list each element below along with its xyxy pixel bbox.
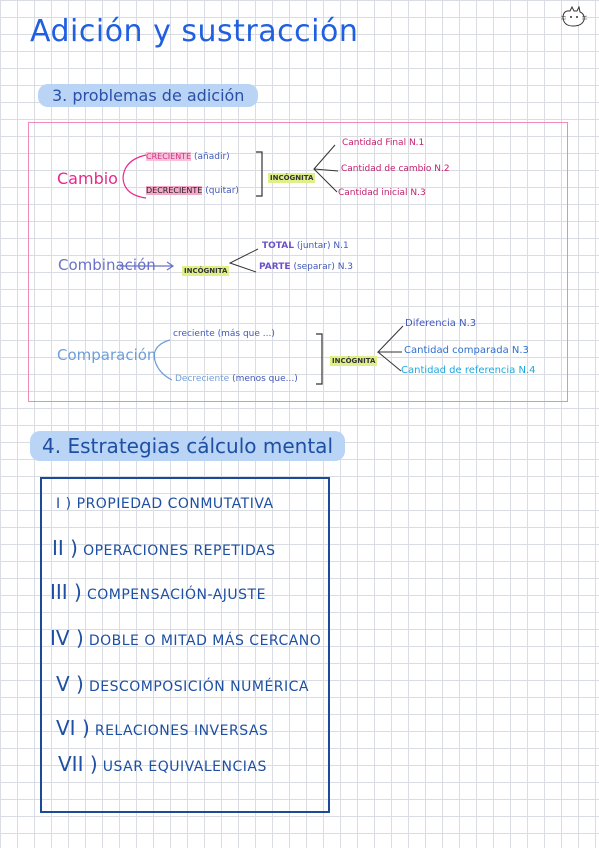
cambio-outcome: Cantidad Final N.1 [342,138,425,148]
strategy-item: I ) PROPIEDAD CONMUTATIVA [56,496,274,512]
comparacion-outcome: Diferencia N.3 [405,318,477,329]
strategy-item: IV ) DOBLE O MITAD MÁS CERCANO [50,626,322,650]
comparacion-decreciente: Decreciente (menos que...) [175,374,298,384]
combinacion-label: Combinación [58,256,156,274]
comparacion-label: Comparación [57,346,157,364]
comparacion-outcome: Cantidad de referencia N.4 [401,365,536,376]
cambio-incognita: INCÓGNITA [268,173,316,183]
comparacion-incognita: INCÓGNITA [330,356,378,366]
cambio-outcome: Cantidad inicial N.3 [338,188,426,198]
strategies-box [40,477,330,813]
strategy-item: VII ) USAR EQUIVALENCIAS [58,752,267,776]
section-3-heading: 3. problemas de adición [38,84,259,107]
cambio-decreciente: DECRECIENTE (quitar) [146,186,239,196]
comparacion-creciente: creciente (más que ...) [173,329,275,339]
comparacion-outcome: Cantidad comparada N.3 [404,345,529,356]
strategy-item: VI ) RELACIONES INVERSAS [56,716,269,740]
cambio-label: Cambio [57,169,118,188]
problems-box [28,122,568,402]
combinacion-incognita: INCÓGNITA [182,266,230,276]
section-4-heading: 4. Estrategias cálculo mental [30,431,345,461]
cat-doodle-icon [560,6,588,27]
combinacion-parte: PARTE (separar) N.3 [259,262,354,272]
cambio-creciente: CRECIENTE (añadir) [146,152,230,162]
strategy-item: II ) OPERACIONES REPETIDAS [52,536,276,560]
combinacion-total: TOTAL (juntar) N.1 [262,241,349,251]
cambio-outcome: Cantidad de cambio N.2 [341,164,450,174]
page-title: Adición y sustracción [30,14,359,49]
strategy-item: III ) COMPENSACIÓN-AJUSTE [50,580,266,604]
strategy-item: V ) DESCOMPOSICIÓN NUMÉRICA [56,672,310,696]
